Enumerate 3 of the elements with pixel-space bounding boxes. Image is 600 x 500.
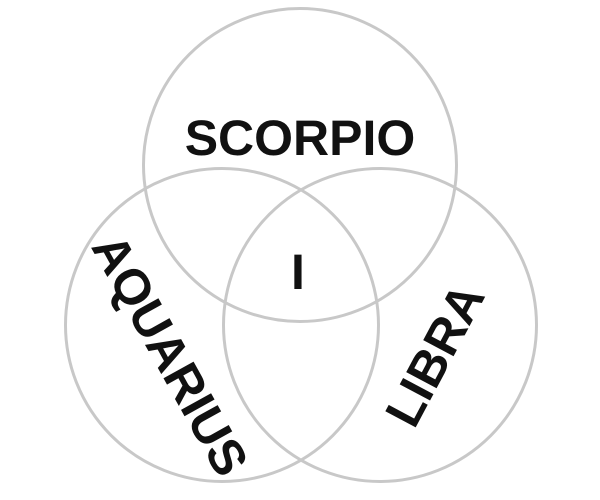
set-label: SCORPIO [184, 113, 416, 163]
intersection-label: I [291, 247, 305, 297]
set-circle [64, 167, 380, 483]
